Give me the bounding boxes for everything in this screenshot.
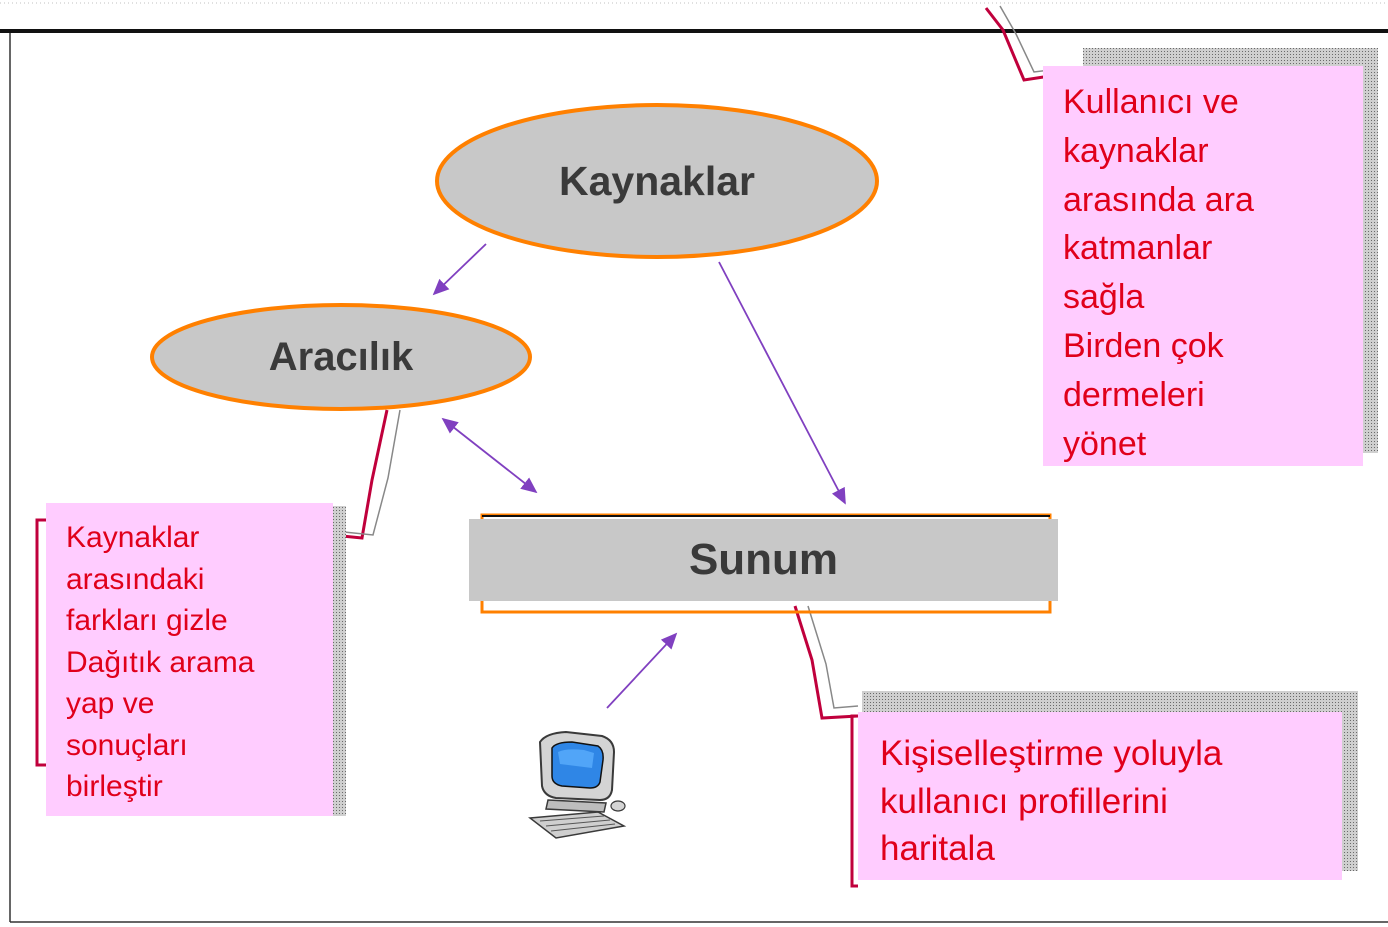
- note-bottom-shadow-top: [862, 691, 1358, 712]
- ellipse-aracilik: [150, 303, 532, 411]
- arrow-kaynaklar-to-sunum: [718, 261, 846, 505]
- callout-connector-bottom: [793, 605, 859, 888]
- arrow-aracilik-sunum: [441, 417, 538, 494]
- arrow-kaynaklar-to-aracilik: [432, 243, 487, 296]
- computer-user-icon: [528, 730, 627, 839]
- note-right-shadow-top: [1083, 48, 1378, 68]
- callout-connector-left: [35, 409, 401, 767]
- arrow-user-to-sunum: [606, 632, 678, 709]
- node-aracilik-label: Aracılık: [268, 334, 414, 379]
- note-right: Kullanıcı ve kaynaklar arasında ara katm…: [1043, 66, 1363, 466]
- callout-connector-right: [984, 5, 1051, 82]
- node-kaynaklar-label: Kaynaklar: [558, 157, 755, 204]
- node-sunum: Sunum: [469, 519, 1058, 601]
- note-bottom-shadow-side: [1342, 691, 1358, 871]
- note-bottom: Kişiselleştirme yoluyla kullanıcı profil…: [858, 712, 1342, 880]
- note-left-shadow: [333, 506, 346, 816]
- note-left: Kaynaklar arasındaki farkları gizle Dağı…: [46, 503, 333, 816]
- note-right-shadow-side: [1363, 48, 1378, 453]
- node-sunum-label: Sunum: [688, 535, 839, 584]
- diagram-frame: [0, 29, 1388, 923]
- ellipse-kaynaklar: [435, 103, 879, 259]
